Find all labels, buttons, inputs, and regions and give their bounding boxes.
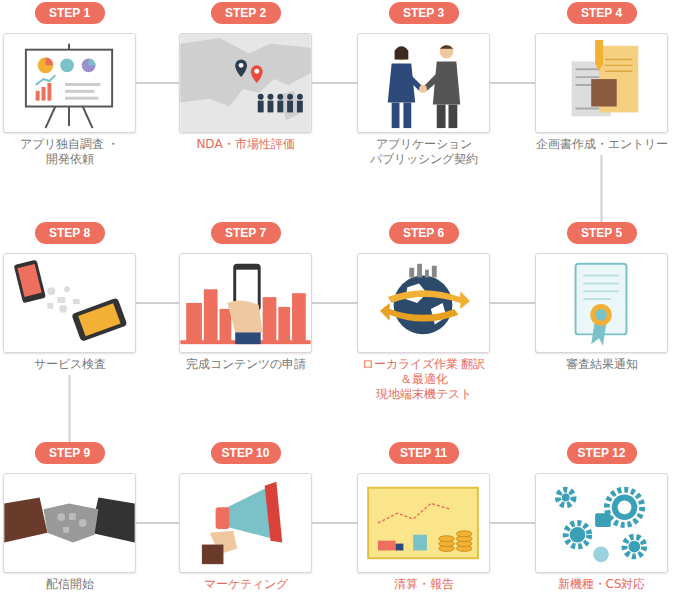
step-node: STEP 8 サービス検査 bbox=[3, 222, 136, 372]
illustration-box bbox=[3, 473, 136, 573]
step-caption: アプリケーション パブリッシング契約 bbox=[357, 137, 490, 167]
illustration-box bbox=[179, 253, 312, 353]
illustration-box bbox=[357, 473, 490, 573]
step-badge: STEP 6 bbox=[389, 222, 459, 244]
connector-line bbox=[312, 82, 357, 84]
megaphone-icon bbox=[180, 474, 311, 572]
connector-line bbox=[69, 375, 71, 442]
easel-chart-icon bbox=[4, 34, 135, 132]
step-badge: STEP 7 bbox=[211, 222, 281, 244]
step-badge: STEP 5 bbox=[567, 222, 637, 244]
step-caption: サービス検査 bbox=[3, 357, 136, 372]
settlement-board-icon bbox=[358, 474, 489, 572]
step-caption: 清算・報告 bbox=[357, 577, 490, 592]
illustration-box bbox=[179, 473, 312, 573]
step-node: STEP 7 完成コンテンツの申請 bbox=[179, 222, 312, 372]
step-badge: STEP 10 bbox=[211, 442, 281, 464]
connector-line bbox=[136, 302, 179, 304]
city-phone-icon bbox=[180, 254, 311, 352]
step-node: STEP 4 企画書作成・エントリー bbox=[535, 2, 668, 152]
step-caption: 完成コンテンツの申請 bbox=[179, 357, 312, 372]
illustration-box bbox=[535, 253, 668, 353]
phones-icon bbox=[4, 254, 135, 352]
step-badge: STEP 1 bbox=[35, 2, 105, 24]
connector-line bbox=[312, 522, 357, 524]
step-badge: STEP 9 bbox=[35, 442, 105, 464]
step-badge: STEP 4 bbox=[567, 2, 637, 24]
step-caption: マーケティング bbox=[179, 577, 312, 592]
document-pen-icon bbox=[536, 34, 667, 132]
illustration-box bbox=[535, 33, 668, 133]
illustration-box bbox=[357, 253, 490, 353]
illustration-box bbox=[3, 253, 136, 353]
connector-line bbox=[136, 522, 179, 524]
map-icon bbox=[180, 34, 311, 132]
step-caption: ローカライズ作業 翻訳＆最適化 現地端末機テスト bbox=[357, 357, 490, 402]
connector-line bbox=[136, 82, 179, 84]
step-node: STEP 12 新機種・CS対応 bbox=[535, 442, 668, 592]
step-node: STEP 2 NDA・市場性評価 bbox=[179, 2, 312, 152]
connector-line bbox=[601, 155, 603, 222]
step-badge: STEP 12 bbox=[567, 442, 637, 464]
handshake-icon bbox=[4, 474, 135, 572]
globe-icon bbox=[358, 254, 489, 352]
illustration-box bbox=[179, 33, 312, 133]
step-badge: STEP 2 bbox=[211, 2, 281, 24]
step-badge: STEP 11 bbox=[389, 442, 459, 464]
business-handshake-icon bbox=[358, 34, 489, 132]
step-caption: 企画書作成・エントリー bbox=[535, 137, 668, 152]
connector-line bbox=[490, 522, 535, 524]
step-node: STEP 5 審査結果通知 bbox=[535, 222, 668, 372]
certificate-icon bbox=[536, 254, 667, 352]
illustration-box bbox=[535, 473, 668, 573]
step-node: STEP 3 アプリケーション パブリッシング契約 bbox=[357, 2, 490, 167]
step-caption: NDA・市場性評価 bbox=[179, 137, 312, 152]
step-node: STEP 1 アプリ独自調査 ・開発依頼 bbox=[3, 2, 136, 167]
connector-line bbox=[490, 302, 535, 304]
step-caption: 新機種・CS対応 bbox=[535, 577, 668, 592]
illustration-box bbox=[3, 33, 136, 133]
step-node: STEP 6 ローカライズ作業 翻訳＆最適化 現地端末機テスト bbox=[357, 222, 490, 402]
step-caption: 審査結果通知 bbox=[535, 357, 668, 372]
gears-icon bbox=[536, 474, 667, 572]
step-node: STEP 9 配信開始 bbox=[3, 442, 136, 592]
step-badge: STEP 3 bbox=[389, 2, 459, 24]
step-node: STEP 10 マーケティング bbox=[179, 442, 312, 592]
step-node: STEP 11 清算・報告 bbox=[357, 442, 490, 592]
connector-line bbox=[312, 302, 357, 304]
step-badge: STEP 8 bbox=[35, 222, 105, 244]
connector-line bbox=[490, 82, 535, 84]
step-caption: アプリ独自調査 ・開発依頼 bbox=[3, 137, 136, 167]
illustration-box bbox=[357, 33, 490, 133]
step-caption: 配信開始 bbox=[3, 577, 136, 592]
